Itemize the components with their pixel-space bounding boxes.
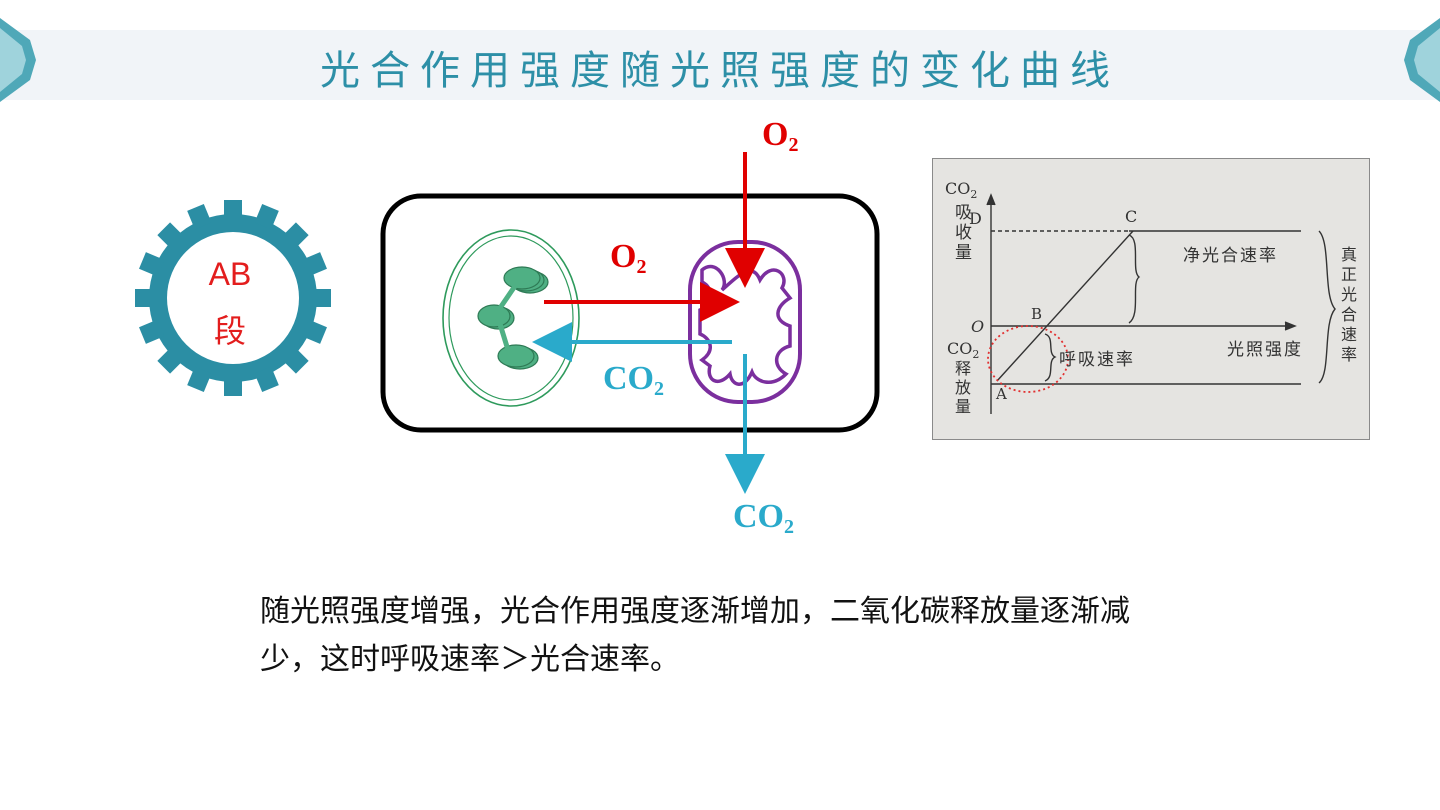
y-axis-bottom-text: 释放量 [955,359,972,416]
y-axis-top-label: CO2 [945,179,978,202]
point-d-label: D [969,209,982,228]
origin-label: O [971,317,985,336]
cell-membrane [380,193,880,433]
stage-label-line2: 段 [213,313,246,349]
explanation-text: 随光照强度增强，光合作用强度逐渐增加，二氧化碳释放量逐渐减少，这时呼吸速率＞光合… [260,594,1130,677]
co2-inner-label: CO2 [603,360,664,400]
o2-inner-label: O2 [610,238,647,278]
gear-icon [135,200,331,396]
stage-label-line1: AB [208,256,252,292]
net-rate-label: 净光合速率 [1183,246,1278,266]
chloroplast [442,229,580,407]
o2-top-label: O2 [762,116,799,156]
page-title: 光合作用强度随光照强度的变化曲线 [320,48,1120,94]
respiration-rate-label: 呼吸速率 [1059,350,1135,370]
light-intensity-label: 光照强度 [1227,340,1303,360]
point-a-label: A [996,385,1007,403]
y-axis-bottom-label: CO2 [947,339,980,362]
point-c-label: C [1125,207,1138,226]
graph-lines [986,193,1336,414]
point-b-label: B [1031,305,1043,323]
y-axis-top-text: 吸收量 [955,203,972,263]
title-band [0,30,1440,100]
crystal-decoration-left [0,18,36,102]
true-rate-label: 真正光 合速率 [1341,245,1358,364]
co2-bottom-label: CO2 [733,498,794,538]
textbook-graph: CO2 吸收量 CO2 释放量 O A B C D 净光合速率 呼吸速率 光照强… [932,158,1370,440]
crystal-decoration-right [1404,18,1440,102]
cell-diagram [380,152,880,494]
